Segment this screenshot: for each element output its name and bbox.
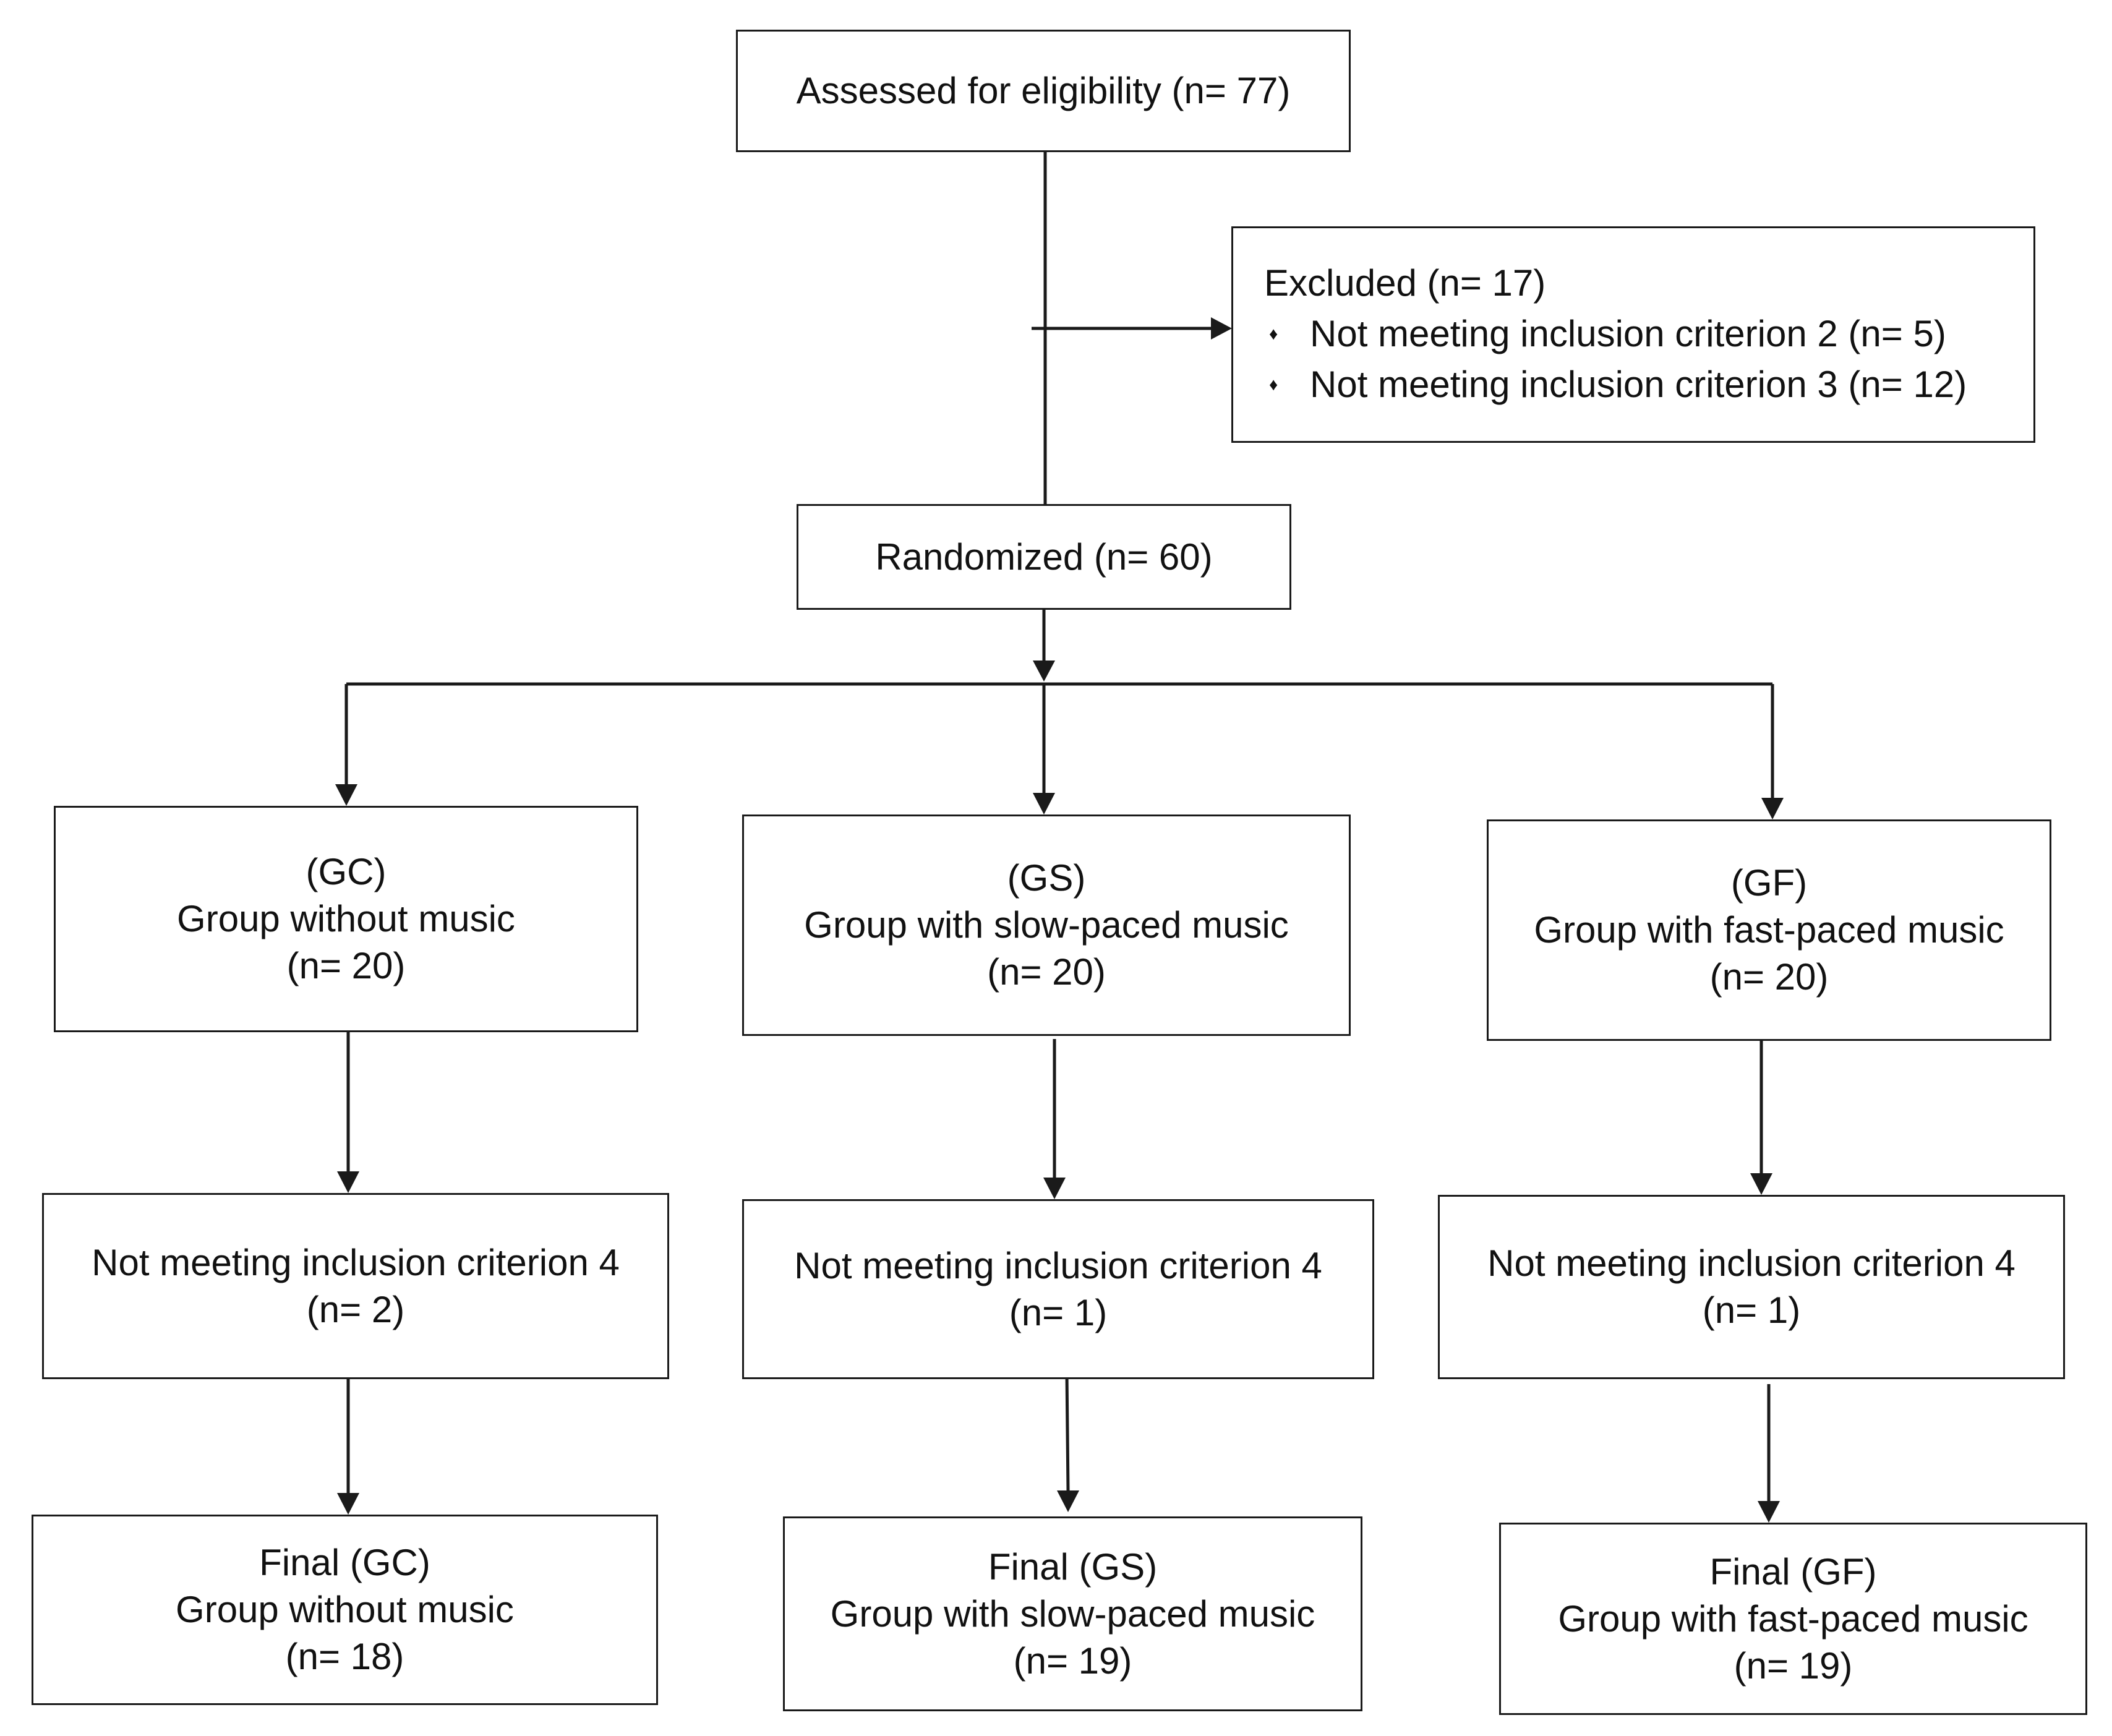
randomized-label: Randomized (n= 60) [875, 536, 1213, 578]
group-code: (GC) [306, 851, 387, 892]
excluded-item: ♦ Not meeting inclusion criterion 3 (n= … [1264, 359, 2033, 410]
arrow-gf-to-exclusion [1750, 1173, 1772, 1195]
randomized-box: Randomized (n= 60) [797, 504, 1291, 610]
final-group-description: Group without music [176, 1589, 514, 1630]
group-gs-exclusion-box: Not meeting inclusion criterion 4 (n= 1) [742, 1199, 1374, 1379]
exclusion-count: (n= 2) [306, 1288, 405, 1330]
arrow-gs-to-exclusion [1043, 1178, 1066, 1199]
final-group-description: Group with slow-paced music [830, 1593, 1315, 1635]
final-group-code: Final (GS) [988, 1546, 1158, 1588]
group-count: (n= 20) [1709, 956, 1829, 998]
arrow-gf-to-final [1758, 1501, 1780, 1523]
final-group-count: (n= 18) [285, 1636, 404, 1677]
exclusion-reason: Not meeting inclusion criterion 4 [92, 1241, 620, 1283]
group-count: (n= 20) [286, 945, 406, 986]
group-count: (n= 20) [987, 951, 1106, 993]
final-group-code: Final (GF) [1709, 1550, 1877, 1593]
connector-gs-exclusion-to-final [1065, 1372, 1070, 1491]
exclusion-reason: Not meeting inclusion criterion 4 [794, 1244, 1322, 1286]
assessed-for-eligibility-box: Assessed for eligibility (n= 77) [736, 30, 1351, 152]
arrow-to-gs [1033, 793, 1055, 815]
group-description: Group with slow-paced music [804, 904, 1289, 946]
excluded-box: Excluded (n= 17) ♦ Not meeting inclusion… [1231, 226, 2035, 443]
assessed-label: Assessed for eligibility (n= 77) [796, 70, 1291, 111]
excluded-title: Excluded (n= 17) [1264, 262, 1546, 304]
exclusion-reason: Not meeting inclusion criterion 4 [1487, 1242, 2016, 1284]
diamond-bullet-icon: ♦ [1269, 324, 1278, 343]
exclusion-count: (n= 1) [1009, 1291, 1108, 1333]
arrow-randomized-split [1033, 661, 1055, 682]
exclusion-count: (n= 1) [1702, 1289, 1801, 1331]
group-code: (GS) [1007, 857, 1086, 899]
excluded-item-text: Not meeting inclusion criterion 2 (n= 5) [1310, 313, 1946, 354]
diamond-bullet-icon: ♦ [1269, 375, 1278, 394]
excluded-item: ♦ Not meeting inclusion criterion 2 (n= … [1264, 309, 2033, 359]
group-description: Group without music [177, 898, 515, 939]
final-group-count: (n= 19) [1734, 1644, 1853, 1687]
arrow-to-excluded [1211, 317, 1232, 340]
group-gf-exclusion-box: Not meeting inclusion criterion 4 (n= 1) [1438, 1195, 2065, 1379]
group-description: Group with fast-paced music [1534, 909, 2004, 951]
group-gs-allocation-box: (GS) Group with slow-paced music (n= 20) [742, 815, 1351, 1036]
final-group-description: Group with fast-paced music [1558, 1597, 2029, 1640]
group-gs-final-box: Final (GS) Group with slow-paced music (… [783, 1516, 1362, 1711]
group-gf-final-box: Final (GF) Group with fast-paced music (… [1499, 1523, 2087, 1715]
arrow-gs-to-final [1057, 1490, 1079, 1512]
arrow-gc-to-final [337, 1493, 359, 1515]
group-code: (GF) [1730, 862, 1808, 904]
final-group-code: Final (GC) [259, 1542, 430, 1583]
group-gc-final-box: Final (GC) Group without music (n= 18) [32, 1515, 658, 1705]
group-gf-allocation-box: (GF) Group with fast-paced music (n= 20) [1487, 819, 2051, 1041]
arrow-to-gf [1761, 798, 1784, 819]
arrow-gc-to-exclusion [337, 1171, 359, 1193]
group-gc-allocation-box: (GC) Group without music (n= 20) [54, 806, 638, 1032]
final-group-count: (n= 19) [1013, 1640, 1132, 1682]
excluded-item-text: Not meeting inclusion criterion 3 (n= 12… [1310, 364, 1967, 405]
group-gc-exclusion-box: Not meeting inclusion criterion 4 (n= 2) [42, 1193, 669, 1379]
arrow-to-gc [335, 784, 357, 806]
